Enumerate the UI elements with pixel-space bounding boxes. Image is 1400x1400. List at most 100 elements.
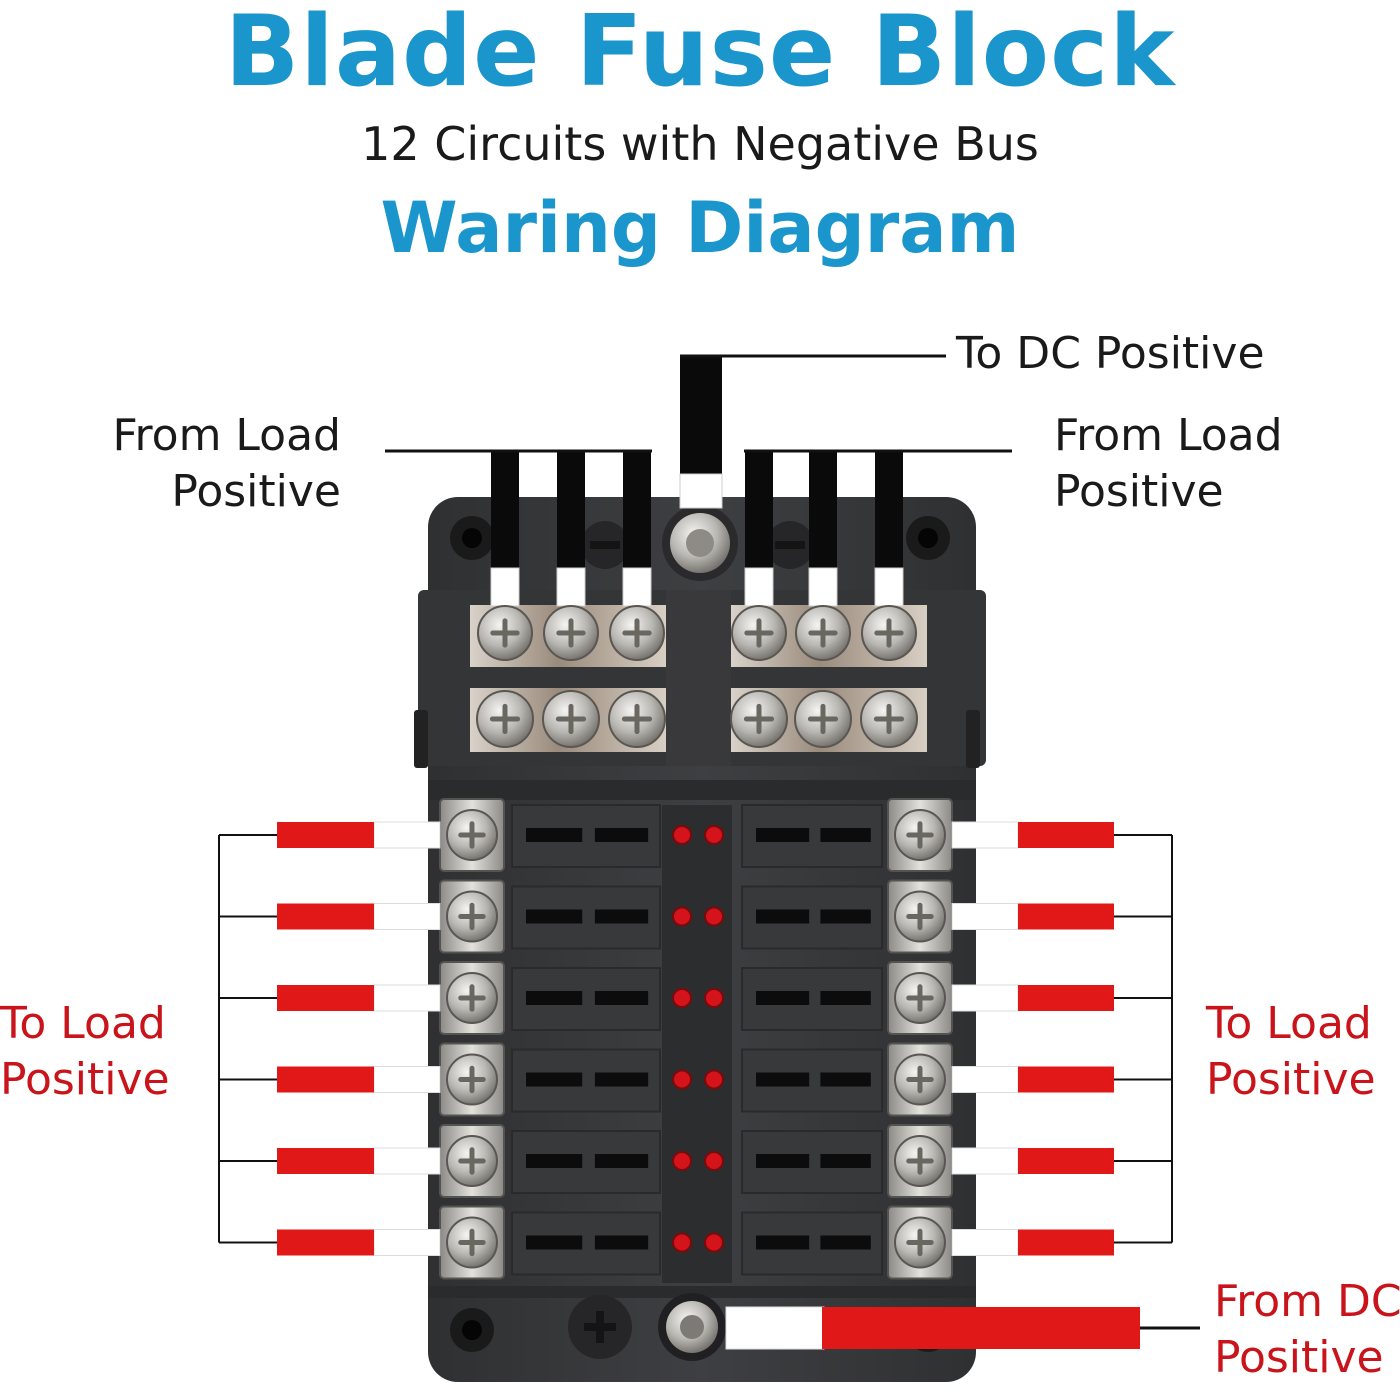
wire-tip: [951, 984, 1019, 1012]
load-positive-wire: [277, 822, 374, 848]
blade-slot: [820, 828, 871, 842]
load-positive-wire: [1018, 1229, 1114, 1256]
bus-screw-icon: [794, 690, 852, 748]
blade-slot: [594, 991, 649, 1005]
load-positive-terminals: [439, 798, 953, 1280]
blade-slot: [820, 909, 871, 924]
terminal-screw-icon: [446, 1216, 498, 1269]
load-positive-wire: [1018, 1066, 1114, 1093]
load-positive-wire: [1018, 1148, 1114, 1174]
wire-tip: [556, 567, 586, 607]
indicator-led: [704, 906, 724, 927]
wire-tip: [951, 1229, 1019, 1256]
blade-slot: [756, 1154, 810, 1168]
terminal-screw-icon: [446, 809, 498, 861]
to-load-positive-label-left: To Load Positive: [0, 998, 170, 1105]
bus-screw-icon: [731, 605, 787, 661]
wire-tip: [951, 1147, 1019, 1175]
load-positive-wire: [277, 1066, 374, 1093]
indicator-led: [672, 988, 692, 1008]
indicator-led: [672, 1232, 692, 1253]
from-load-positive-label-left: From Load Positive: [112, 410, 341, 517]
load-positive-wire: [277, 1229, 374, 1256]
indicator-led: [672, 1069, 692, 1090]
load-negative-wire: [745, 452, 773, 568]
indicator-led: [704, 1151, 724, 1171]
indicator-led: [672, 906, 692, 927]
from-dc-positive-label: From DC Positive: [1214, 1276, 1400, 1383]
load-negative-wire: [809, 452, 837, 568]
bus-screw-icon: [476, 690, 534, 748]
blade-slot: [526, 828, 583, 842]
blade-slot: [594, 1235, 649, 1250]
blade-slot: [756, 1072, 810, 1087]
blade-slot: [594, 828, 649, 842]
load-negative-wires: [490, 452, 904, 607]
load-negative-wire: [875, 452, 903, 568]
load-negative-wire: [623, 452, 651, 568]
blade-slot: [526, 991, 583, 1005]
wire-tip: [951, 821, 1019, 849]
wire-tip: [490, 567, 520, 607]
wire-tip: [951, 903, 1019, 930]
load-positive-wire: [1018, 985, 1114, 1011]
blade-slot: [526, 909, 583, 924]
blade-slot: [526, 1235, 583, 1250]
dc-positive-stud-bottom: [658, 1293, 726, 1361]
blade-slot: [820, 1154, 871, 1168]
terminal-screw-icon: [894, 1053, 946, 1106]
dc-positive-stud-top: [662, 505, 738, 581]
terminal-screw-icon: [894, 1216, 946, 1269]
wire-tip: [373, 903, 441, 930]
positive-symbol-icon: [568, 1295, 632, 1359]
blade-slot: [526, 1154, 583, 1168]
wire-tip: [373, 1147, 441, 1175]
blade-slot: [756, 909, 810, 924]
bus-screw-icon: [608, 690, 666, 748]
blade-slot: [594, 909, 649, 924]
load-positive-wire: [1018, 822, 1114, 848]
load-negative-wire: [557, 452, 585, 568]
bus-screw-icon: [609, 605, 665, 661]
bus-screw-icon: [795, 605, 851, 661]
wire-tip: [373, 1229, 441, 1256]
indicator-led: [704, 988, 724, 1008]
blade-slot: [756, 1235, 810, 1250]
indicator-led: [672, 1151, 692, 1171]
load-positive-wire: [277, 903, 374, 930]
wire-tip: [744, 567, 774, 607]
wire-tip: [622, 567, 652, 607]
from-load-positive-label-right: From Load Positive: [1054, 410, 1283, 517]
wire-tip: [373, 821, 441, 849]
bus-screw-icon: [860, 690, 918, 748]
load-positive-wire: [1018, 903, 1114, 930]
indicator-leds: [672, 825, 724, 1253]
diagram-subtitle: 12 Circuits with Negative Bus: [361, 117, 1039, 171]
wire-tip: [951, 1066, 1019, 1093]
terminal-screw-icon: [894, 1135, 946, 1187]
dc-positive-top-wire: [679, 354, 946, 509]
load-positive-wire: [277, 985, 374, 1011]
wire-tip: [874, 567, 904, 607]
led-column: [662, 805, 732, 1283]
terminal-screw-icon: [894, 972, 946, 1024]
load-positive-wire: [277, 1148, 374, 1174]
bus-screw-icon: [543, 605, 599, 661]
diagram-title: Blade Fuse Block: [224, 0, 1176, 109]
blade-slot: [756, 828, 810, 842]
terminal-screw-icon: [446, 972, 498, 1024]
bus-screw-icon: [861, 605, 917, 661]
blade-slot: [526, 1072, 583, 1087]
indicator-led: [704, 1069, 724, 1090]
diagram-heading: Waring Diagram: [380, 187, 1020, 269]
terminal-screw-icon: [446, 1135, 498, 1187]
wire-tip: [808, 567, 838, 607]
bus-terminal-screws: [476, 605, 918, 748]
bus-screw-icon: [730, 690, 788, 748]
to-dc-positive-label: To DC Positive: [956, 328, 1265, 379]
terminal-screw-icon: [894, 809, 946, 861]
blade-slot: [820, 991, 871, 1005]
blade-slot: [756, 991, 810, 1005]
bus-screw-icon: [542, 690, 600, 748]
